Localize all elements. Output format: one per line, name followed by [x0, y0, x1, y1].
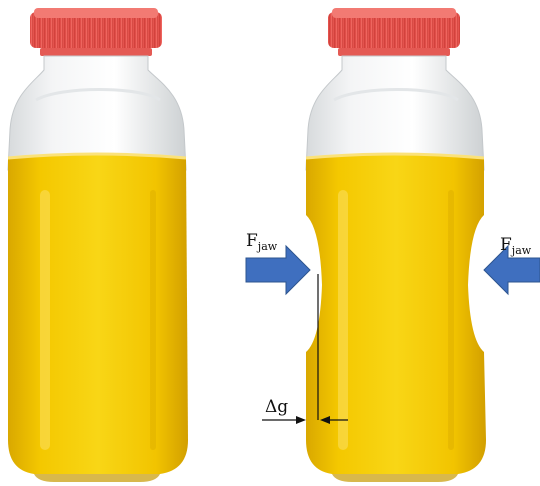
bottle-squeezed [305, 8, 486, 482]
bottle-cap [328, 12, 460, 48]
bottle-cap-ring [40, 48, 152, 56]
bottle-juice [8, 154, 188, 474]
force-label-left: Fjaw [246, 231, 278, 253]
bottle-juice [306, 154, 486, 474]
force-label-right: Fjaw [500, 235, 532, 257]
bottle-cap-ring [338, 48, 450, 56]
force-arrow-right [483, 244, 540, 296]
bottle-original [7, 8, 188, 482]
bottle-cap [30, 12, 162, 48]
gap-label: Δg [265, 397, 288, 417]
force-arrow-left [245, 244, 311, 296]
bottle-cap-top [332, 8, 456, 18]
bottle-cap-top [34, 8, 158, 18]
